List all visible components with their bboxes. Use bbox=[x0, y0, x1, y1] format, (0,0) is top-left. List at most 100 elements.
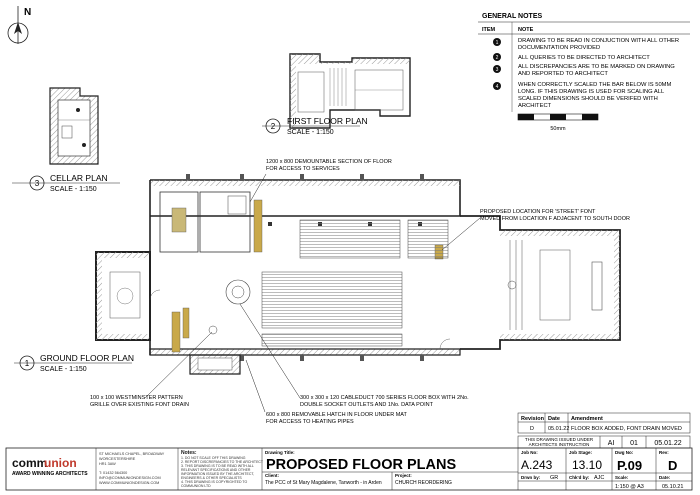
address-line: INFO@COMMUNIONDESIGN.COM bbox=[99, 476, 161, 480]
first-floor-plan-title: FIRST FLOOR PLAN bbox=[287, 116, 368, 126]
project-value: CHURCH REORDERING bbox=[395, 480, 452, 486]
annotation-font-line1: PROPOSED LOCATION FOR 'STREET' FONT bbox=[480, 209, 596, 215]
logo-union: union bbox=[44, 456, 77, 470]
cellar-plan-label: 3 CELLAR PLAN SCALE - 1:150 bbox=[12, 173, 120, 193]
annotation-floorbox-line1: 300 x 300 x 120 CABLEDUCT 700 SERIES FLO… bbox=[300, 395, 469, 401]
annotation-hatch-line2: FOR ACCESS TO HEATING PIPES bbox=[266, 419, 354, 425]
general-notes-header-item: ITEM bbox=[482, 27, 496, 33]
note-item-4: 4 WHEN CORRECTLY SCALED THE BAR BELOW IS… bbox=[493, 82, 671, 109]
issue-row: THIS DRAWING ISSUED UNDER ARCHITECTS INS… bbox=[517, 435, 691, 449]
north-label: N bbox=[24, 7, 31, 18]
job-stage: 13.10 bbox=[572, 458, 602, 472]
note-text-line: ALL QUERIES TO BE DIRECTED TO ARCHITECT bbox=[518, 55, 650, 61]
revision-header-date: Date bbox=[548, 416, 560, 422]
drawing-title-label: Drawing Title: bbox=[265, 450, 295, 455]
address-line: HR1 3AW bbox=[99, 462, 116, 466]
note-item-2: 2 ALL QUERIES TO BE DIRECTED TO ARCHITEC… bbox=[493, 53, 650, 61]
note-number-badge-icon bbox=[493, 38, 501, 46]
cellar-plan-scale: SCALE - 1:150 bbox=[50, 186, 97, 193]
job-no-label: Job No: bbox=[521, 450, 538, 455]
notes-line: 3. THIS DRAWING IS TO BE READ WITH ALL bbox=[181, 464, 254, 468]
notes-label: Notes: bbox=[181, 450, 197, 456]
note-number-badge-icon bbox=[493, 53, 501, 61]
ground-floor-plan-label: 1 GROUND FLOOR PLAN SCALE - 1:150 bbox=[14, 353, 134, 373]
note-text-line: SCALED DIMENSIONS SHOULD BE VERIFED WITH bbox=[518, 96, 658, 102]
note-text-line: DOCUMENTATION PROVIDED bbox=[518, 45, 600, 51]
annotation-font-line2: MOVED FROM LOCATION F ADJACENT TO SOUTH … bbox=[480, 216, 630, 222]
general-notes-panel: GENERAL NOTES ITEM NOTE 1 DRAWING TO BE … bbox=[478, 13, 690, 132]
note-item-1: 1 DRAWING TO BE READ IN CONJUCTION WITH … bbox=[493, 38, 679, 51]
cellar-plan-number: 3 bbox=[35, 179, 40, 188]
note-item-3: 3 ALL DISCREPANCIES ARE TO BE MARKED ON … bbox=[493, 64, 675, 77]
note-number: 2 bbox=[496, 55, 499, 61]
scale-bar-label: 50mm bbox=[550, 126, 566, 132]
address-line: WWW.COMMUNIONDESIGN.COM bbox=[99, 481, 159, 485]
revision-row-rev: D bbox=[530, 426, 534, 432]
note-text-line: ARCHITECT bbox=[518, 103, 552, 109]
issue-date: 05.01.22 bbox=[654, 440, 681, 447]
date-value: 05.10.21 bbox=[662, 484, 683, 490]
note-number: 1 bbox=[496, 40, 499, 46]
project-label: Project: bbox=[395, 473, 412, 478]
revision-row-date: 05.01.22 bbox=[548, 426, 569, 432]
revision-header-revision: Revision bbox=[521, 416, 545, 422]
plan-annotations: 1200 x 800 DEMOUNTABLE SECTION OF FLOOR … bbox=[90, 159, 630, 425]
address-line: T: 01432 564300 bbox=[99, 471, 127, 475]
notes-line: INFORMATION ISSUED BY THE ARCHITECT, bbox=[181, 472, 254, 476]
first-floor-plan-number: 2 bbox=[271, 122, 276, 131]
ground-floor-plan-number: 1 bbox=[25, 359, 30, 368]
revision-header-amendment: Amendment bbox=[571, 416, 603, 422]
dwg-no: P.09 bbox=[617, 458, 642, 473]
note-number-badge-icon bbox=[493, 65, 501, 73]
address-line: ST MICHAELS CHAPEL, BROADWAY bbox=[99, 452, 165, 456]
first-floor-plan-label: 2 FIRST FLOOR PLAN SCALE - 1:150 bbox=[262, 116, 368, 136]
revision-table: Revision Date Amendment D 05.01.22 FLOOR… bbox=[517, 412, 691, 434]
note-text-line: DRAWING TO BE READ IN CONJUCTION WITH AL… bbox=[518, 38, 679, 44]
note-text-line: AND REPORTED TO ARCHITECT bbox=[518, 71, 608, 77]
scale-value: 1:150 @ A3 bbox=[615, 484, 644, 490]
annotation-grille-line1: 100 x 100 WESTMINSTER PATTERN bbox=[90, 395, 183, 401]
rev-label: Rev: bbox=[659, 450, 669, 455]
job-stage-label: Job Stage: bbox=[569, 450, 593, 455]
logo-com: comm bbox=[12, 456, 47, 470]
job-no: A.243 bbox=[521, 458, 553, 472]
notes-line: 2. REPORT DISCREPANCIES TO THE ARCHITECT bbox=[181, 460, 264, 464]
cellar-plan-drawing bbox=[49, 87, 99, 165]
note-number: 3 bbox=[496, 67, 499, 73]
date-label: Date: bbox=[659, 475, 671, 480]
rev-value: D bbox=[668, 458, 677, 473]
note-text-line: WHEN CORRECTLY SCALED THE BAR BELOW IS 5… bbox=[518, 82, 671, 88]
note-number-badge-icon bbox=[493, 82, 501, 90]
note-number: 4 bbox=[496, 84, 499, 90]
note-text-line: LONG. IF THIS DRAWING IS USED FOR SCALIN… bbox=[518, 89, 665, 95]
annotation-demountable-line2: FOR ACCESS TO SERVICES bbox=[266, 166, 340, 172]
issue-note-line: ARCHITECTS INSTRUCTION bbox=[529, 442, 590, 447]
annotation-leaders bbox=[144, 173, 481, 413]
scale-label: Scale: bbox=[615, 475, 629, 480]
note-text-line: ALL DISCREPANCIES ARE TO BE MARKED ON DR… bbox=[518, 64, 675, 70]
checked-value: AJC bbox=[594, 475, 604, 481]
issue-code: AI bbox=[608, 440, 615, 447]
ground-floor-plan-title: GROUND FLOOR PLAN bbox=[40, 353, 134, 363]
annotation-floorbox-line2: DOUBLE SOCKET OUTLETS AND 1No. DATA POIN… bbox=[300, 402, 434, 408]
general-notes-title: GENERAL NOTES bbox=[482, 13, 542, 20]
title-notes: Notes: 1. DO NOT SCALE OFF THIS DRAWING … bbox=[181, 450, 264, 488]
annotation-hatch-line1: 600 x 800 REMOVABLE HATCH IN FLOOR UNDER… bbox=[266, 412, 408, 418]
notes-line: 1. DO NOT SCALE OFF THIS DRAWING bbox=[181, 456, 246, 460]
annotation-grille-line2: GRILLE OVER EXISTING FONT DRAIN bbox=[90, 402, 189, 408]
notes-line: 4. THIS DRAWING IS COPYRIGHTED TO bbox=[181, 480, 247, 484]
scale-bar: 50mm bbox=[517, 113, 599, 132]
ground-floor-plan-scale: SCALE - 1:150 bbox=[40, 366, 87, 373]
cellar-plan-title: CELLAR PLAN bbox=[50, 173, 108, 183]
drawn-value: GR bbox=[550, 475, 558, 481]
address-line: WORCESTERSHIRE bbox=[99, 457, 136, 461]
client-value: The PCC of St Mary Magdalene, Tanworth -… bbox=[265, 480, 382, 486]
north-arrow-icon bbox=[14, 22, 22, 34]
logo-subtitle: AWARD WINNING ARCHITECTS bbox=[12, 471, 88, 477]
general-notes-header-note: NOTE bbox=[518, 27, 534, 33]
first-floor-plan-drawing bbox=[289, 53, 411, 129]
communion-logo: comm union AWARD WINNING ARCHITECTS bbox=[12, 456, 88, 477]
drawing-title: PROPOSED FLOOR PLANS bbox=[266, 457, 456, 473]
ground-floor-plan-drawing bbox=[95, 174, 621, 375]
